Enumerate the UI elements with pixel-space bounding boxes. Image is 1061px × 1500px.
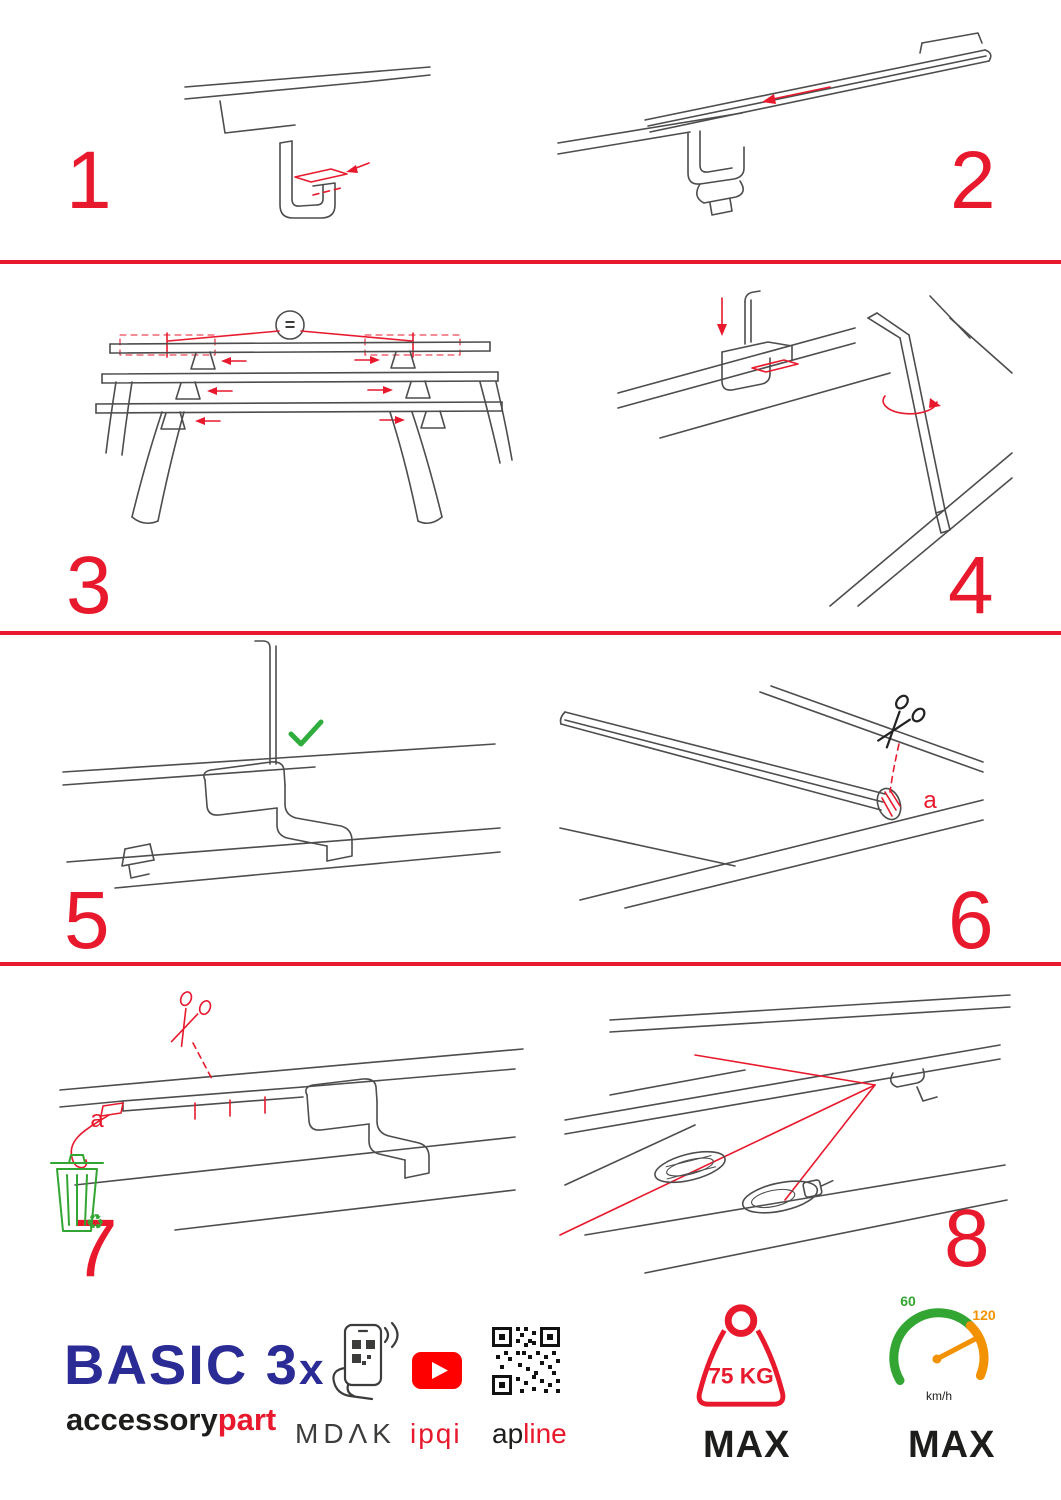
step6-illustration: a — [559, 685, 984, 909]
apline-logo-black: ap — [492, 1418, 524, 1449]
step2-illustration — [557, 32, 992, 216]
brand-tagline-red: part — [217, 1402, 277, 1437]
trash-recycle-icon: ♻ — [50, 1154, 105, 1234]
scissors-icon — [877, 694, 926, 749]
equal-label: = — [285, 315, 296, 335]
speed-unit-label: km/h — [926, 1389, 952, 1403]
speed-high-label: 120 — [972, 1307, 996, 1323]
step-number-1: 1 — [66, 135, 112, 226]
speed-low-label: 60 — [900, 1293, 916, 1309]
step-number-7: 7 — [72, 1203, 118, 1294]
slide-arrow — [762, 86, 831, 104]
step8-illustration — [559, 994, 1011, 1274]
product-name-suffix: x — [298, 1345, 326, 1394]
step1-illustration — [184, 66, 431, 219]
checkmark-icon — [288, 719, 324, 747]
cut-label-a: a — [923, 787, 937, 814]
cut-mark — [881, 789, 901, 817]
t-bolt-pad — [741, 1179, 834, 1214]
push-down-arrow — [717, 297, 727, 336]
strap-pad — [654, 1150, 726, 1184]
step-number-4: 4 — [948, 540, 994, 631]
qr-code — [492, 1327, 560, 1395]
product-name-main: BASIC 3 — [64, 1333, 299, 1396]
speed-max-label: MAX — [908, 1424, 996, 1466]
divider-1 — [0, 260, 1061, 264]
mdak-logo: MDΛK — [295, 1418, 396, 1449]
divider-3 — [0, 962, 1061, 966]
step3-illustration: = — [95, 310, 513, 525]
cut-label-a: a — [90, 1106, 104, 1133]
apline-logo: apline — [492, 1418, 567, 1450]
rotate-arrow — [882, 395, 941, 415]
step-number-2: 2 — [950, 135, 996, 226]
step-number-6: 6 — [948, 875, 994, 966]
ipqi-logo: ipqi — [410, 1418, 462, 1449]
step7-illustration: a ♻ — [50, 991, 524, 1234]
weight-value: 75 KG — [708, 1364, 773, 1389]
speed-limit-icon: 60 120 km/h — [889, 1293, 996, 1403]
divider-2 — [0, 631, 1061, 635]
brand-tagline: accessorypart — [66, 1402, 276, 1438]
youtube-icon — [412, 1352, 462, 1389]
allen-key — [867, 312, 951, 534]
weight-max-label: MAX — [703, 1424, 791, 1466]
scissors-icon — [170, 991, 212, 1048]
step-number-3: 3 — [66, 540, 112, 631]
apline-logo-red: line — [523, 1418, 567, 1449]
recycle-icon: ♻ — [86, 1211, 105, 1234]
product-name: BASIC 3x — [64, 1332, 325, 1397]
step-number-5: 5 — [64, 875, 110, 966]
weight-limit-icon: 75 KG — [696, 1304, 786, 1407]
brand-tagline-black: accessory — [66, 1402, 218, 1437]
step4-illustration — [617, 290, 1013, 607]
phone-qr-icon — [332, 1321, 399, 1401]
step5-illustration — [62, 640, 501, 889]
insert-plate — [294, 162, 370, 196]
equal-spacing-badge: = — [119, 310, 461, 358]
